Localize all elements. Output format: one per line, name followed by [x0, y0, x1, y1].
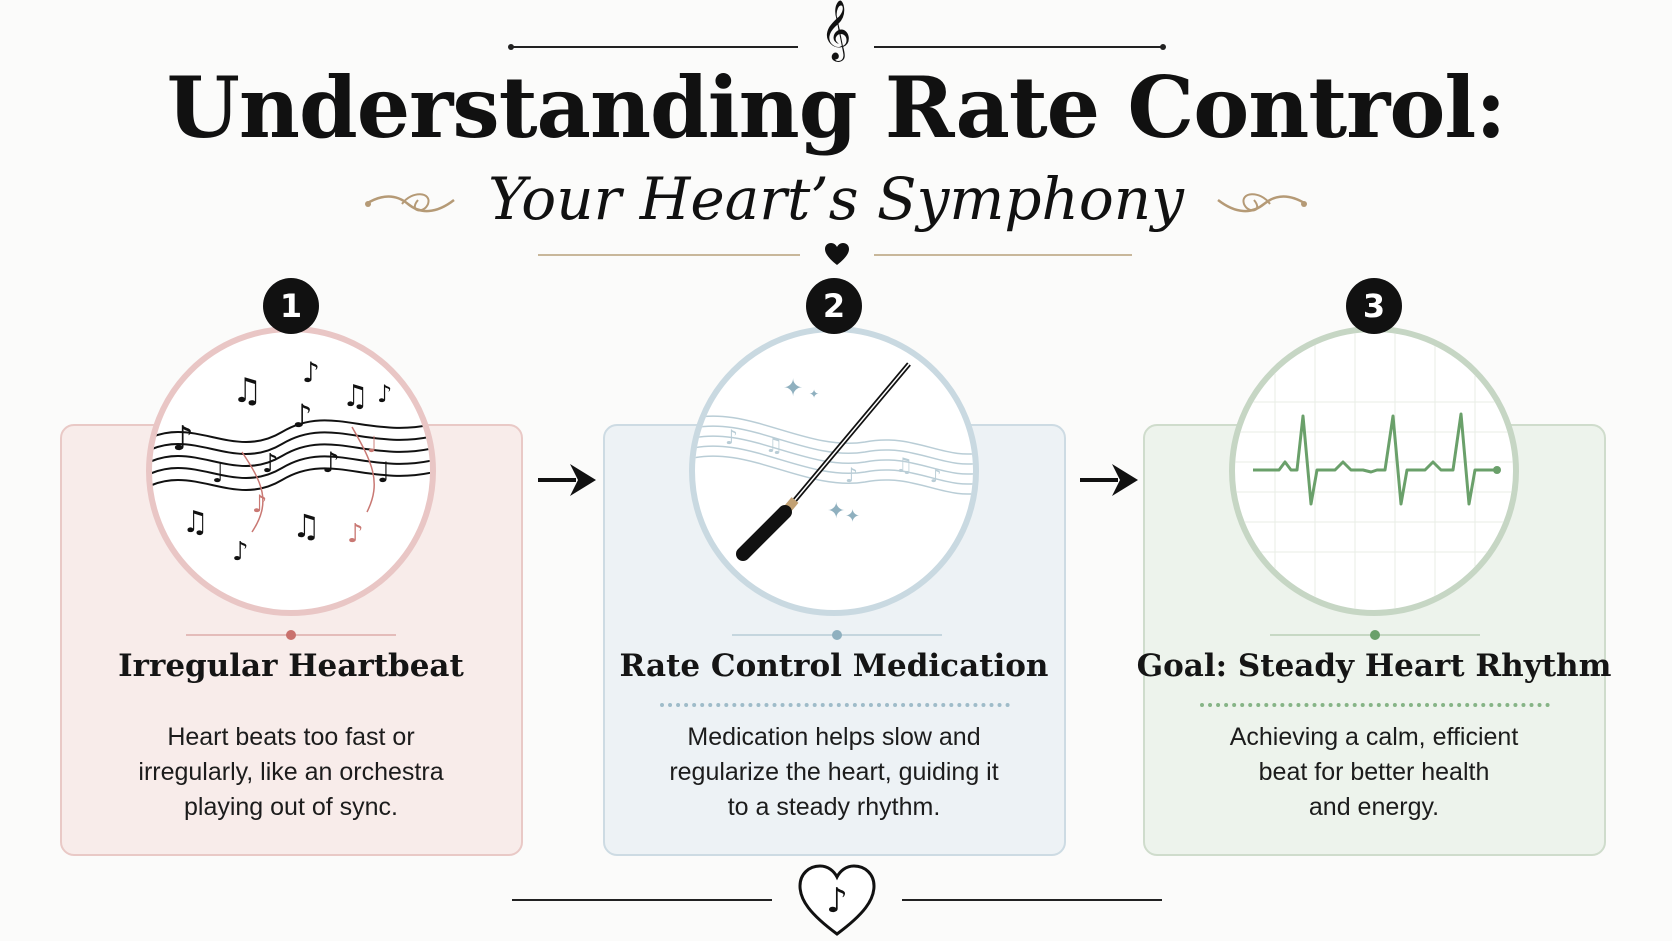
step-title-2: Rate Control Medication [619, 648, 1049, 684]
footer-rule-right [902, 899, 1162, 901]
svg-text:♪: ♪ [377, 380, 392, 408]
heart-icon [825, 243, 849, 265]
dotted-rule-3 [1200, 703, 1550, 707]
svg-text:♪: ♪ [930, 466, 942, 487]
dotted-rule-2 [660, 703, 1010, 707]
step-body-1: Heart beats too fast or irregularly, lik… [81, 720, 501, 825]
divider-2 [732, 630, 942, 640]
step-illustration-3 [1229, 326, 1519, 616]
svg-text:♩: ♩ [367, 433, 377, 458]
step-title-1: Irregular Heartbeat [118, 648, 464, 684]
arrow-right-icon [538, 464, 596, 496]
svg-text:✦: ✦ [827, 499, 845, 524]
svg-text:✦: ✦ [845, 506, 860, 527]
svg-text:♫: ♫ [182, 505, 209, 540]
svg-text:✦: ✦ [783, 374, 803, 402]
svg-text:♪: ♪ [232, 537, 249, 567]
page-title: Understanding Rate Control: [166, 58, 1507, 157]
divider-1 [186, 630, 396, 640]
step-body-3-line-1: Achieving a calm, efficient [1229, 723, 1519, 751]
svg-text:♩: ♩ [212, 459, 224, 489]
step-body-2-line-2: regularize the heart, guiding it [669, 758, 999, 786]
step-number-1: 1 [263, 278, 319, 334]
arrow-right-icon [1080, 464, 1138, 496]
heart-music-note-icon: ♪ [798, 864, 876, 936]
svg-text:♪: ♪ [262, 449, 279, 479]
header-rule-right [874, 44, 1166, 50]
step-body-3: Achieving a calm, efficient beat for bet… [1164, 720, 1584, 825]
svg-text:♪: ♪ [826, 881, 848, 921]
step-body-2-line-3: to a steady rhythm. [727, 793, 941, 821]
step-body-2: Medication helps slow and regularize the… [624, 720, 1044, 825]
step-title-3: Goal: Steady Heart Rhythm [1136, 648, 1612, 684]
svg-text:✦: ✦ [809, 387, 819, 401]
chaotic-music-notes-icon: ♫ ♪ ♫ ♪ ♪ ♩ ♪ ♪ ♩ ♫ ♪ ♫ ♪ ♪ ♪ ♩ [152, 356, 430, 567]
flourish-left-icon [365, 193, 455, 213]
svg-text:♫: ♫ [895, 453, 913, 477]
subtitle-rule-right [874, 254, 1132, 256]
ecg-heartbeat-icon [1235, 332, 1513, 610]
svg-text:♪: ♪ [845, 463, 858, 487]
step-illustration-2: ♪ ♫ ♪ ♫ ♪ ✦ ✦ ✦ ✦ [689, 326, 979, 616]
svg-text:♫: ♫ [342, 379, 369, 414]
step-body-1-line-1: Heart beats too fast or [167, 723, 415, 751]
svg-text:♪: ♪ [322, 446, 340, 479]
page-subtitle: Your Heart’s Symphony [488, 165, 1184, 233]
subtitle-rule-left [538, 254, 800, 256]
svg-text:♪: ♪ [347, 519, 364, 549]
step-number-3: 3 [1346, 278, 1402, 334]
conductor-baton-icon: ♪ ♫ ♪ ♫ ♪ ✦ ✦ ✦ ✦ [695, 362, 973, 561]
svg-text:♪: ♪ [292, 397, 312, 435]
svg-text:♪: ♪ [725, 425, 738, 449]
step-body-1-line-2: irregularly, like an orchestra [138, 758, 444, 786]
svg-text:♩: ♩ [377, 456, 390, 489]
step-body-2-line-1: Medication helps slow and [687, 723, 981, 751]
step-body-1-line-3: playing out of sync. [183, 793, 398, 821]
flourish-right-icon [1217, 193, 1307, 213]
footer-rule-left [512, 899, 772, 901]
svg-text:♪: ♪ [302, 356, 320, 389]
step-illustration-1: ♫ ♪ ♫ ♪ ♪ ♩ ♪ ♪ ♩ ♫ ♪ ♫ ♪ ♪ ♪ ♩ [146, 326, 436, 616]
divider-3 [1270, 630, 1480, 640]
svg-text:♫: ♫ [765, 433, 783, 457]
step-body-3-line-2: beat for better health [1258, 758, 1490, 786]
step-number-2: 2 [806, 278, 862, 334]
svg-text:♫: ♫ [232, 371, 262, 411]
svg-text:♫: ♫ [292, 507, 321, 545]
svg-text:♪: ♪ [172, 419, 194, 459]
header-rule-left [508, 44, 798, 50]
svg-text:♪: ♪ [252, 490, 267, 518]
treble-clef-icon: 𝄞 [820, 0, 852, 60]
step-body-3-line-3: and energy. [1308, 793, 1440, 821]
